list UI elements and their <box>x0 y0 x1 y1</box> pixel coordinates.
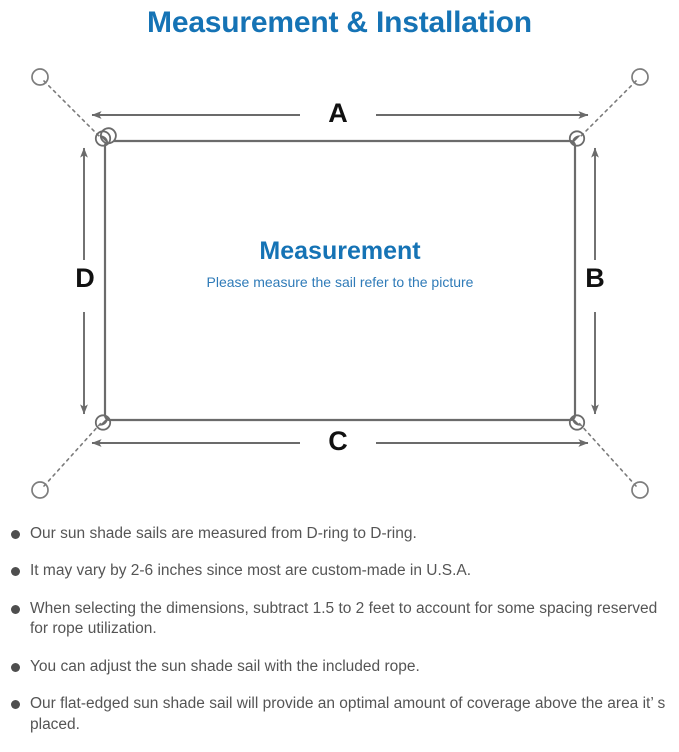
dimension-label-b: B <box>585 263 605 293</box>
anchor-ring-top-right-icon <box>631 68 649 86</box>
sail-body <box>103 139 577 422</box>
page-title: Measurement & Installation <box>147 6 532 39</box>
rope-line-top-left <box>43 80 102 139</box>
anchor-ring-bottom-right-icon <box>631 481 649 499</box>
rope-line-top-right <box>578 80 637 139</box>
bullet-icon <box>11 567 20 577</box>
bullet-icon <box>11 530 20 539</box>
dimension-label-d: D <box>75 263 95 293</box>
sail-title: Measurement <box>259 237 421 265</box>
dimension-label-c: C <box>328 426 348 456</box>
bullet-icon <box>11 604 20 614</box>
anchor-ring-bottom-left-icon <box>31 481 49 499</box>
list-item: Our sun shade sails are measured from D-… <box>0 524 679 544</box>
sail-subtitle: Please measure the sail refer to the pic… <box>206 273 474 290</box>
note-text: When selecting the dimensions, subtract … <box>30 599 658 638</box>
note-text: You can adjust the sun shade sail with t… <box>30 657 420 675</box>
note-text: Our sun shade sails are measured from D-… <box>30 525 417 542</box>
dimension-label-a: A <box>328 98 348 128</box>
d-ring-bottom-right-icon <box>568 414 586 431</box>
d-ring-bottom-left-icon <box>94 414 112 431</box>
list-item: When selecting the dimensions, subtract … <box>0 599 679 640</box>
notes-list: Our sun shade sails are measured from D-… <box>0 524 679 752</box>
list-item: You can adjust the sun shade sail with t… <box>0 657 679 677</box>
list-item: It may vary by 2-6 inches since most are… <box>0 561 679 581</box>
note-text: It may vary by 2-6 inches since most are… <box>30 562 472 580</box>
rope-line-bottom-left <box>43 422 102 487</box>
measurement-diagram: A B C D Measurement Please measure the s… <box>0 52 679 510</box>
rope-line-bottom-right <box>578 422 637 487</box>
d-ring-top-left-icon <box>94 127 117 147</box>
anchor-ring-top-left-icon <box>31 68 49 86</box>
bullet-icon <box>11 662 20 672</box>
diagram-svg <box>31 68 649 499</box>
note-text: Our flat-edged sun shade sail will provi… <box>30 695 666 733</box>
sail-label-block: Measurement Please measure the sail refe… <box>105 237 575 290</box>
list-item: Our flat-edged sun shade sail will provi… <box>0 694 679 735</box>
d-ring-top-right-icon <box>568 130 586 147</box>
bullet-icon <box>11 700 20 710</box>
